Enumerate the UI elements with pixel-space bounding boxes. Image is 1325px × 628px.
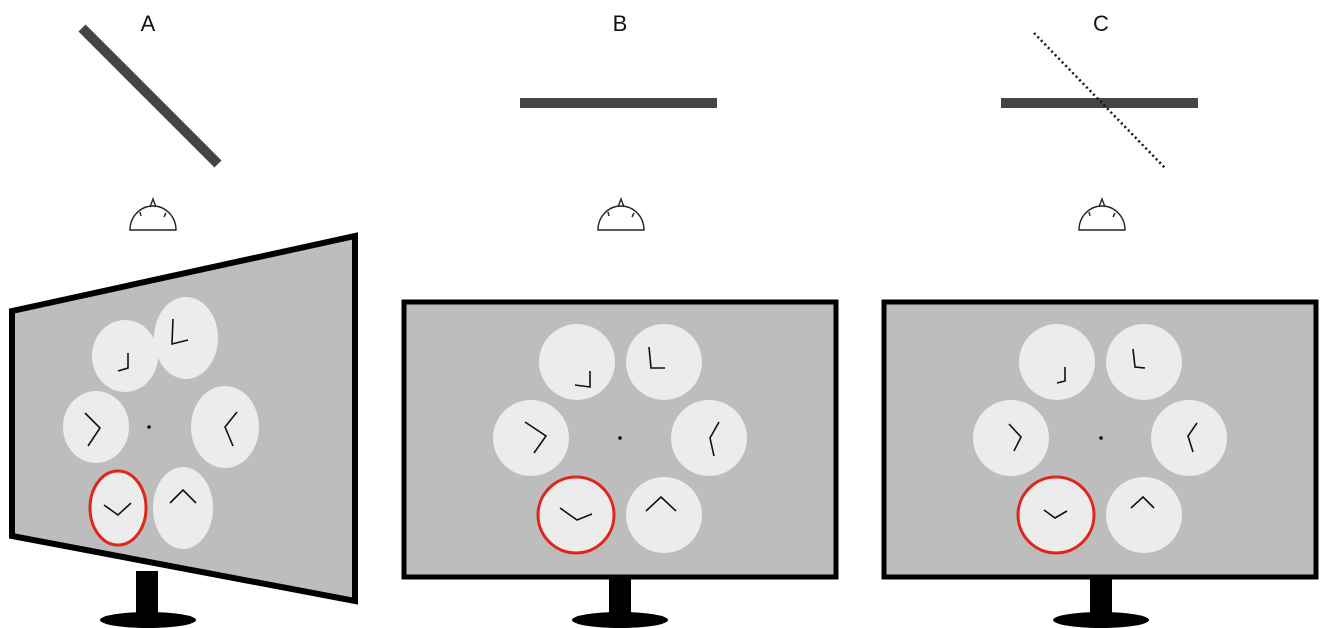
line-pair-mid-right	[1187, 422, 1198, 453]
line-pair-lower-right	[645, 495, 677, 512]
line-pair-upper-right	[648, 346, 665, 369]
line-pair-lower-right	[1130, 495, 1155, 509]
stimulus-array-a	[63, 297, 259, 549]
disc-lower-right	[1106, 477, 1182, 553]
observer-head-icon-b	[597, 197, 645, 231]
panel-label-b: B	[613, 11, 628, 36]
stimulus-array-c	[973, 324, 1227, 555]
disc-lower-left-highlighted	[536, 475, 616, 555]
monitor-stand-neck-a	[136, 571, 158, 617]
disc-mid-left	[63, 391, 129, 463]
display-orientation-bar-a	[78, 24, 222, 168]
line-pair-lower-left	[103, 502, 132, 517]
disc-upper-right	[1106, 324, 1182, 400]
disc-mid-right	[671, 400, 747, 476]
disc-mid-left	[493, 400, 569, 476]
fixation-dot-b	[618, 436, 622, 440]
line-pair-upper-right	[171, 318, 189, 346]
monitor-screen-c	[881, 299, 1319, 580]
disc-upper-right	[626, 324, 702, 400]
monitor-stand-base-c	[1053, 612, 1149, 628]
monitor-stand-base-b	[572, 612, 668, 628]
disc-upper-right	[154, 297, 218, 379]
observer-head-icon-c	[1078, 197, 1126, 231]
disc-mid-left	[973, 400, 1049, 476]
line-pair-upper-right	[1132, 348, 1146, 369]
panel-label-a: A	[141, 11, 156, 36]
monitor-stand-neck-b	[609, 577, 631, 617]
disc-upper-left	[539, 324, 615, 400]
disc-lower-left-highlighted	[1016, 475, 1096, 555]
line-pair-upper-left	[117, 353, 129, 372]
line-pair-mid-right	[224, 411, 238, 447]
line-pair-upper-left	[1056, 367, 1066, 384]
panel-c: C	[881, 11, 1319, 628]
panel-b: B	[401, 11, 839, 628]
disc-lower-right	[626, 477, 702, 553]
line-pair-mid-left	[1008, 423, 1022, 452]
disc-upper-left	[1019, 324, 1095, 400]
line-pair-lower-left	[1043, 509, 1068, 519]
disc-upper-left	[92, 320, 158, 392]
stimulus-array-b	[493, 324, 747, 555]
observer-head-icon-a	[129, 197, 177, 231]
slant-reference-dotted-line-c	[1033, 32, 1167, 170]
panel-a: A	[9, 11, 358, 628]
disc-lower-right	[153, 467, 213, 549]
monitor-stand-base-a	[100, 612, 196, 628]
disc-lower-left-highlighted	[88, 469, 148, 547]
fixation-dot-a	[147, 425, 151, 429]
panel-label-c: C	[1093, 11, 1109, 36]
line-pair-lower-right	[169, 488, 197, 504]
line-pair-mid-left	[84, 412, 102, 447]
line-pair-mid-left	[524, 421, 548, 454]
line-pair-upper-left	[574, 371, 591, 388]
fixation-dot-c	[1099, 436, 1103, 440]
line-pair-mid-right	[709, 421, 720, 457]
monitor-stand-neck-c	[1090, 577, 1112, 617]
line-pair-lower-left	[559, 507, 593, 521]
